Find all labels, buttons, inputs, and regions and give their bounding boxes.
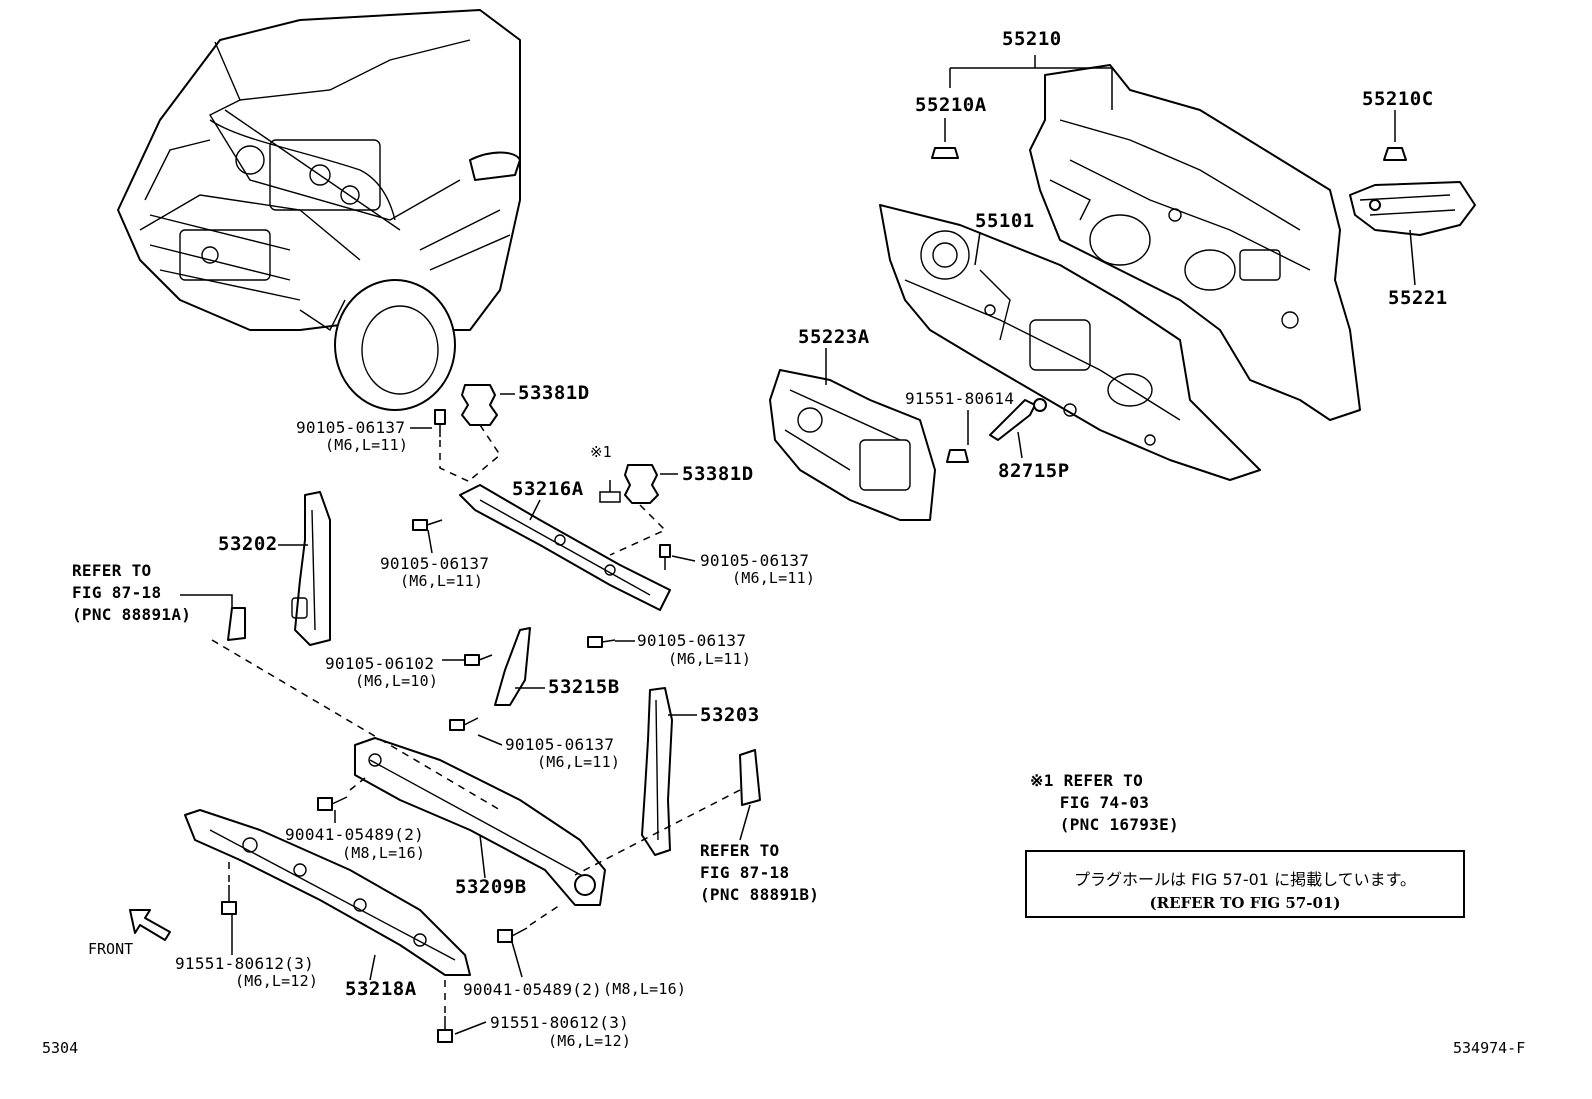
illustration-id: 534974-F (1453, 1039, 1526, 1057)
bolt-size-8: (M8,L=16) (603, 980, 687, 998)
bolt-label-6: 90105-06137 (505, 735, 615, 754)
bolts (221, 409, 671, 1043)
bolt-size-4: (M6,L=11) (668, 650, 752, 668)
bolt-label-91551-80614: 91551-80614 (905, 389, 1015, 408)
part-label-53218A: 53218A (345, 978, 417, 1000)
refer-88891B: REFER TO FIG 87-18 (PNC 88891B) (700, 841, 820, 904)
insulator-55221 (1349, 181, 1476, 236)
bolt-label-5: 90105-06102 (325, 654, 435, 673)
bolt-size-6: (M6,L=11) (537, 753, 621, 771)
bolt-label-3: 90105-06137 (700, 551, 810, 570)
cushion-53381D-upper (461, 384, 498, 426)
part-label-53202: 53202 (218, 533, 278, 555)
part-label-53215B: 53215B (548, 676, 620, 698)
bolt-size-5: (M6,L=10) (355, 672, 439, 690)
bolt-label-1: 90105-06137 (296, 418, 406, 437)
silencer-55223A (769, 369, 936, 521)
part-label-55223A: 55223A (798, 326, 870, 348)
bolt-size-9: (M6,L=12) (235, 972, 319, 990)
part-label-55210: 55210 (1002, 28, 1062, 50)
assembly-lines (211, 424, 741, 1015)
dash-panel-55101 (879, 204, 1261, 481)
front-arrow-icon (129, 909, 171, 941)
part-label-53216A: 53216A (512, 478, 584, 500)
part-label-53209B: 53209B (455, 876, 527, 898)
clips (931, 147, 1407, 463)
bolt-size-7: (M8,L=16) (342, 844, 426, 862)
part-label-55210C: 55210C (1362, 88, 1434, 110)
bolt-size-2: (M6,L=11) (400, 572, 484, 590)
crossmember-53209B (354, 737, 606, 906)
crossmember-53218A (184, 809, 471, 976)
bolt-label-9: 91551-80612(3) (175, 954, 315, 973)
bracket-88891A (227, 607, 246, 641)
support-53202 (291, 491, 331, 646)
part-label-55101: 55101 (975, 210, 1035, 232)
part-label-55210A: 55210A (915, 94, 987, 116)
refer-16793E: ※1 REFER TO FIG 74-03 (PNC 16793E) (1030, 771, 1179, 834)
dash-insulator-55210 (1029, 64, 1361, 421)
bracket-53215B (494, 627, 531, 706)
leader-lines (180, 55, 1416, 1035)
notice-english: (REFER TO FIG 57-01) (1149, 894, 1341, 912)
support-53203 (641, 687, 673, 856)
note-mark: ※1 (590, 443, 612, 461)
bolt-size-3: (M6,L=11) (732, 569, 816, 587)
bracket-88891B (739, 749, 761, 806)
bolt-label-8: 90041-05489(2) (463, 980, 603, 999)
vehicle-front-illustration (117, 9, 521, 411)
bolt-size-10: (M6,L=12) (548, 1032, 632, 1050)
bolt-label-4: 90105-06137 (637, 631, 747, 650)
refer-88891A: REFER TO FIG 87-18 (PNC 88891A) (72, 561, 192, 624)
support-53216A (459, 484, 671, 611)
part-label-55221: 55221 (1388, 287, 1448, 309)
front-label: FRONT (88, 940, 134, 958)
cushion-53381D-lower (624, 464, 659, 504)
bolt-label-10: 91551-80612(3) (490, 1013, 630, 1032)
part-label-53381D-lower: 53381D (682, 463, 754, 485)
bolt-label-7: 90041-05489(2) (285, 825, 425, 844)
bolt-size-1: (M6,L=11) (325, 436, 409, 454)
bolt-label-2: 90105-06137 (380, 554, 490, 573)
part-label-82715P: 82715P (998, 460, 1070, 482)
notice-japanese: プラグホールは FIG 57-01 に掲載しています。 (1074, 870, 1416, 889)
bracket-82715P (989, 398, 1047, 441)
plug-hole-notice-box: プラグホールは FIG 57-01 に掲載しています。 (REFER TO FI… (1025, 850, 1465, 918)
part-label-53203: 53203 (700, 704, 760, 726)
part-label-53381D-upper: 53381D (518, 382, 590, 404)
figure-number: 5304 (42, 1039, 79, 1057)
